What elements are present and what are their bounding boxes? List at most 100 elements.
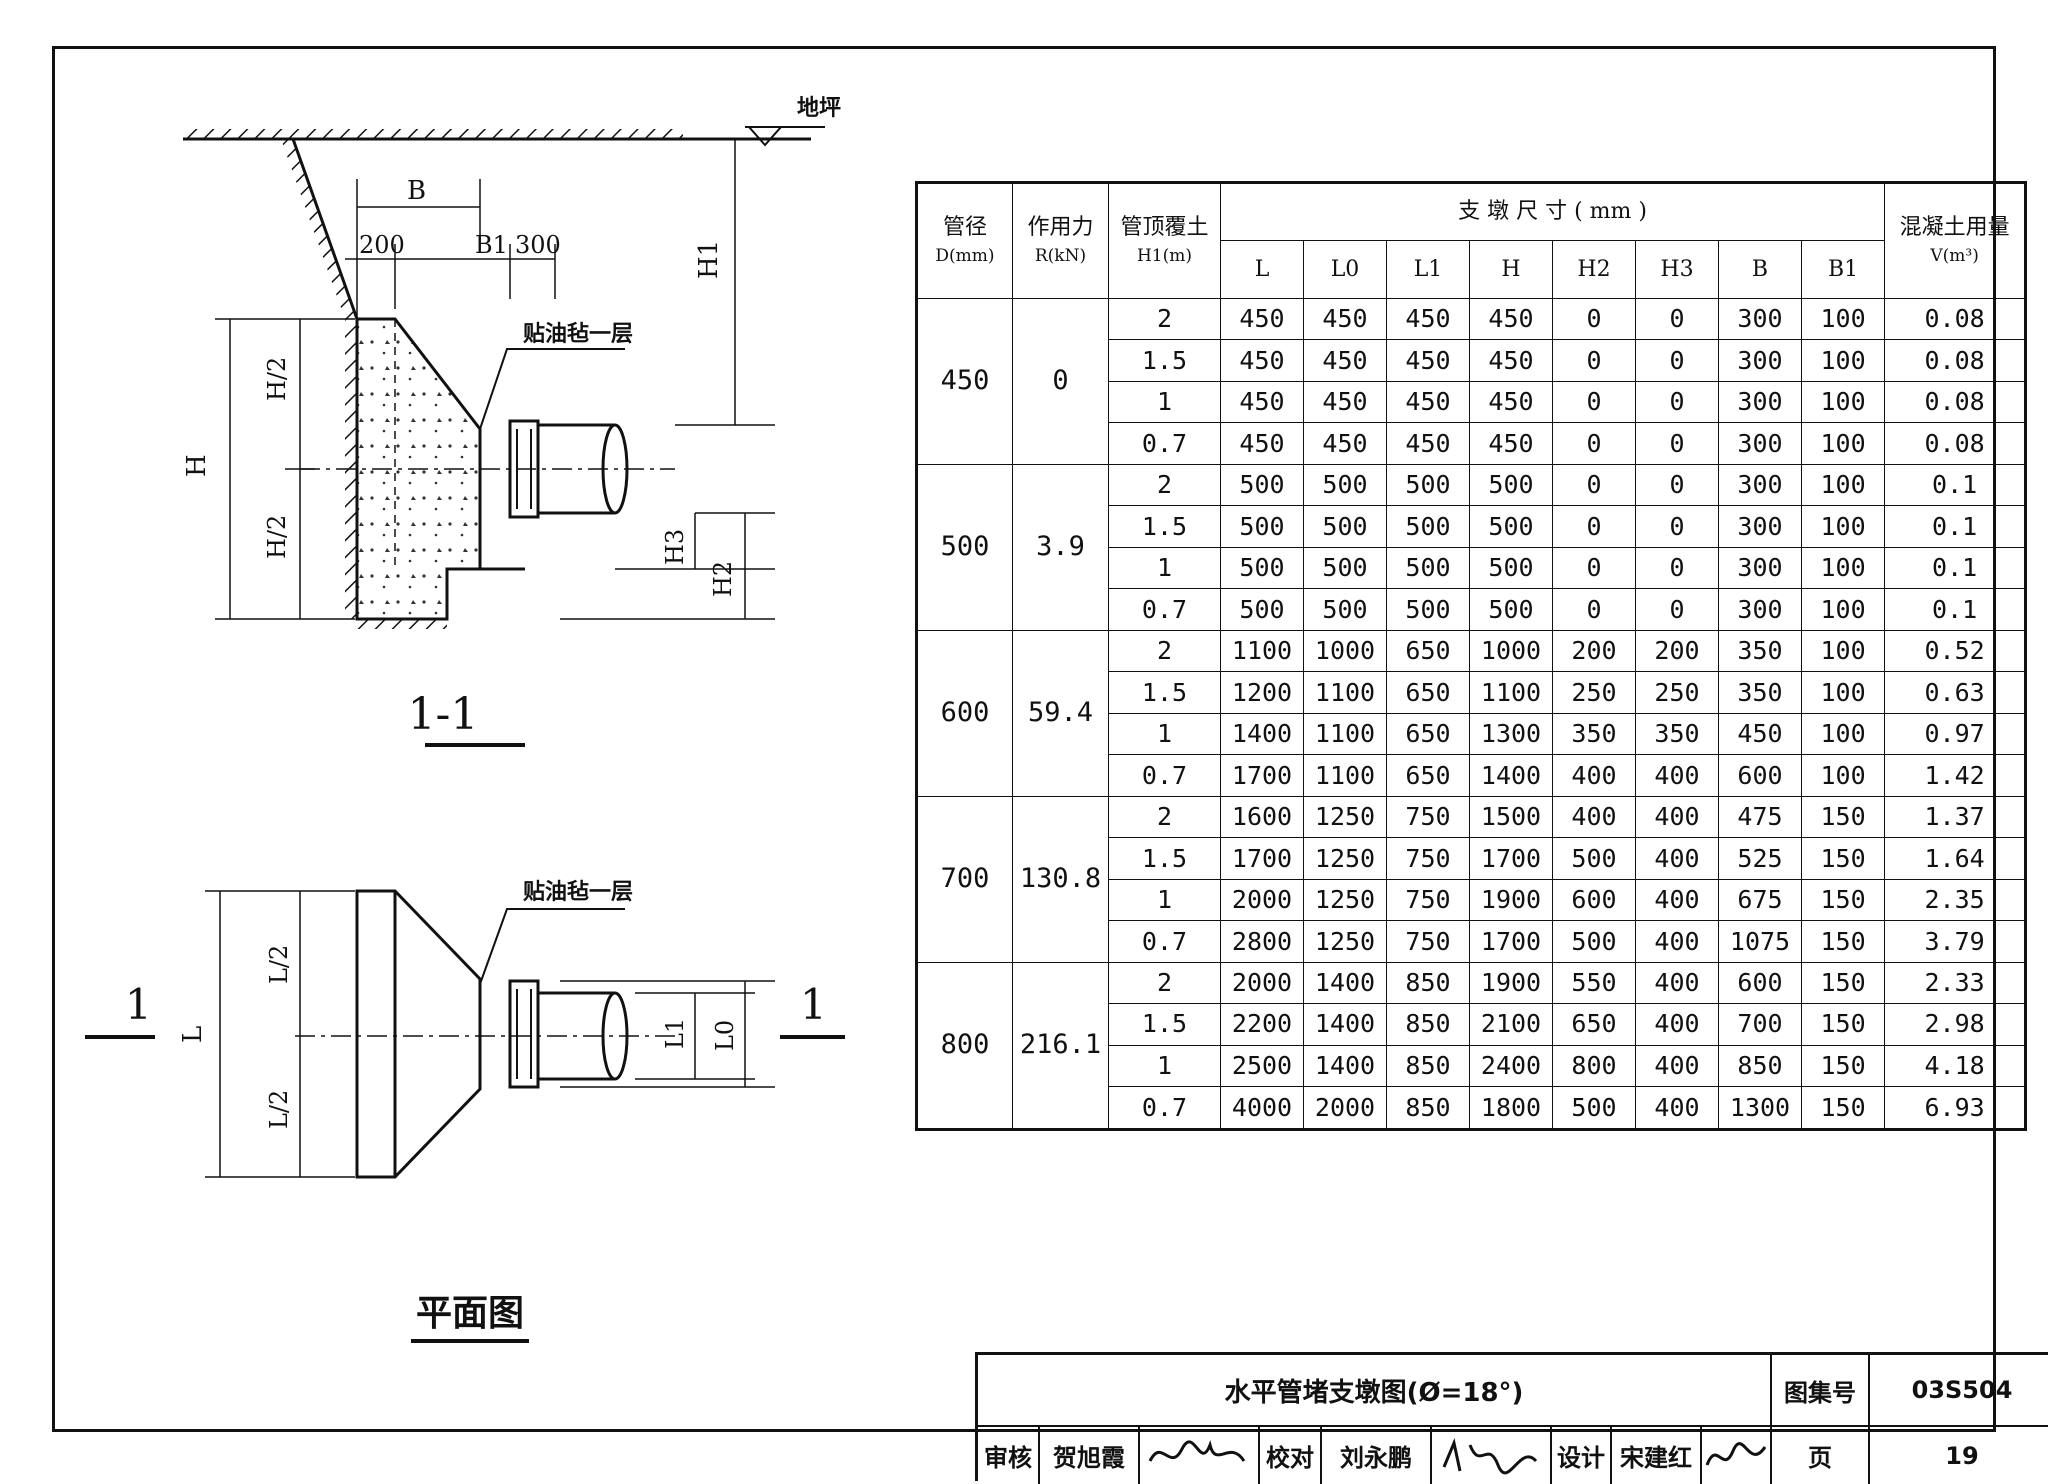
checker-signature	[1432, 1427, 1550, 1484]
cell-b: 300	[1718, 422, 1802, 465]
section-view: 地坪 贴油毡一层	[182, 95, 841, 747]
cell-h: 1000	[1469, 629, 1553, 673]
cell-h2: 550	[1552, 961, 1636, 1005]
cell-diameter: 700	[916, 795, 1013, 963]
cell-h3: 400	[1635, 878, 1719, 922]
cell-cover: 1.5	[1108, 671, 1221, 714]
cell-cover: 2	[1108, 961, 1221, 1005]
reviewer-name: 贺旭霞	[1053, 1444, 1125, 1472]
cell-volume: 2.35	[1884, 878, 2027, 922]
cell-l0: 450	[1303, 422, 1387, 465]
cell-l: 500	[1220, 463, 1304, 507]
cell-h2: 250	[1552, 671, 1636, 714]
cell-h: 1500	[1469, 795, 1553, 839]
cell-h: 1300	[1469, 712, 1553, 756]
cell-l0: 1400	[1303, 1003, 1387, 1046]
cell-l0: 1250	[1303, 878, 1387, 922]
cell-force: 0	[1012, 298, 1109, 465]
header-cover: 管顶覆土 H1(m)	[1108, 182, 1221, 299]
cell-h2: 200	[1552, 629, 1636, 673]
section-mark-left: 1	[125, 980, 152, 1029]
dim-l-half-bottom: L/2	[265, 1090, 293, 1129]
cell-h: 1700	[1469, 920, 1553, 963]
cell-b1: 150	[1800, 795, 1886, 839]
cell-l: 500	[1220, 505, 1304, 548]
cell-volume: 1.42	[1884, 754, 2027, 797]
cell-h3: 400	[1635, 1086, 1719, 1130]
cell-l: 1200	[1220, 671, 1304, 714]
cell-l: 4000	[1220, 1086, 1304, 1130]
cell-h2: 350	[1552, 712, 1636, 756]
cell-b: 525	[1718, 837, 1802, 880]
cell-volume: 4.18	[1884, 1044, 2027, 1088]
cell-h: 1900	[1469, 961, 1553, 1005]
dim-300: 300	[515, 231, 561, 259]
cell-l0: 450	[1303, 339, 1387, 382]
cell-b: 600	[1718, 961, 1802, 1005]
cell-h: 1900	[1469, 878, 1553, 922]
cell-force: 216.1	[1012, 961, 1109, 1131]
cell-l0: 1250	[1303, 795, 1387, 839]
cell-volume: 0.08	[1884, 297, 2027, 341]
cell-l0: 2000	[1303, 1086, 1387, 1130]
cell-cover: 1	[1108, 380, 1221, 424]
cell-h3: 400	[1635, 920, 1719, 963]
cell-l1: 650	[1386, 671, 1470, 714]
cell-cover: 0.7	[1108, 1086, 1221, 1130]
cell-h2: 0	[1552, 588, 1636, 631]
ground-level-symbol	[745, 126, 825, 147]
cell-l1: 500	[1386, 505, 1470, 548]
cell-b1: 100	[1800, 754, 1886, 797]
cell-l: 1600	[1220, 795, 1304, 839]
dim-b: B	[407, 176, 426, 206]
cell-l1: 500	[1386, 546, 1470, 590]
section-title: 1-1	[408, 689, 479, 740]
cell-b1: 100	[1800, 505, 1886, 548]
cell-h3: 400	[1635, 754, 1719, 797]
cell-l: 2800	[1220, 920, 1304, 963]
cell-l: 2200	[1220, 1003, 1304, 1046]
cell-h3: 400	[1635, 795, 1719, 839]
cell-l0: 500	[1303, 546, 1387, 590]
cell-h3: 0	[1635, 546, 1719, 590]
cell-volume: 1.37	[1884, 795, 2027, 839]
cell-l0: 450	[1303, 297, 1387, 341]
cell-l0: 1100	[1303, 712, 1387, 756]
dim-l-half-top: L/2	[265, 945, 293, 984]
cell-l1: 750	[1386, 878, 1470, 922]
cell-volume: 6.93	[1884, 1086, 2027, 1130]
cell-b1: 150	[1800, 1044, 1886, 1088]
cell-diameter: 500	[916, 463, 1013, 631]
checker-signature-strokes	[1442, 1437, 1538, 1474]
cell-l0: 1000	[1303, 629, 1387, 673]
cell-volume: 0.63	[1884, 671, 2027, 714]
cell-l0: 450	[1303, 380, 1387, 424]
page-number: 19	[1945, 1441, 1979, 1470]
cell-l: 500	[1220, 546, 1304, 590]
cell-h2: 500	[1552, 920, 1636, 963]
cell-cover: 2	[1108, 629, 1221, 673]
cell-volume: 0.1	[1884, 546, 2027, 590]
cell-h2: 0	[1552, 380, 1636, 424]
header-l: L	[1220, 240, 1304, 299]
cell-h3: 400	[1635, 1003, 1719, 1046]
cell-h3: 0	[1635, 297, 1719, 341]
dim-l: L	[178, 1026, 208, 1043]
ground-hatch	[183, 129, 683, 139]
title-block: 水平管堵支墩图(Ø=18°) 图集号 03S504 审核 贺旭霞 校对 刘永鹏 …	[975, 1352, 2048, 1484]
cell-l: 2500	[1220, 1044, 1304, 1088]
cell-h2: 0	[1552, 339, 1636, 382]
plan-pipe	[508, 979, 629, 1089]
cell-h2: 600	[1552, 878, 1636, 922]
cell-b: 300	[1718, 297, 1802, 341]
header-h3: H3	[1635, 240, 1719, 299]
drawing-canvas: 地坪 贴油毡一层	[85, 95, 845, 1343]
soil-hatch	[281, 139, 357, 619]
cell-volume: 0.1	[1884, 463, 2027, 507]
cell-force: 3.9	[1012, 463, 1109, 631]
dim-l1-l0-lines	[560, 980, 775, 1088]
cell-l1: 450	[1386, 422, 1470, 465]
